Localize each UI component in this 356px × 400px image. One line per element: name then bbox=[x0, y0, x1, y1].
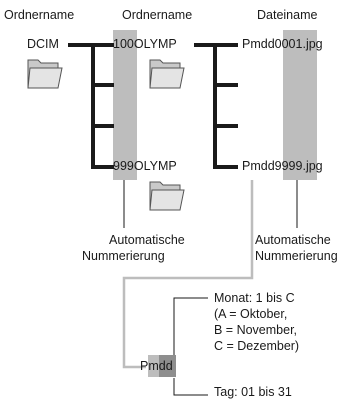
pmdd-brackets bbox=[173, 297, 208, 396]
folder-icon bbox=[149, 59, 185, 89]
day-description: Tag: 01 bis 31 bbox=[214, 385, 292, 399]
folder-last-label: 999OLYMP bbox=[113, 159, 177, 173]
pmdd-month-highlight bbox=[148, 355, 161, 377]
folder-number-highlight bbox=[113, 30, 137, 180]
file-auto-numbering-label: Automatische Nummerierung bbox=[255, 233, 338, 263]
file-first-label: Pmdd0001.jpg bbox=[242, 37, 323, 51]
tree-lines bbox=[68, 43, 238, 169]
pmdd-day-highlight bbox=[159, 355, 176, 377]
folder-root-label: DCIM bbox=[27, 37, 59, 51]
folder-icon bbox=[27, 59, 63, 89]
file-last-label: Pmdd9999.jpg bbox=[242, 159, 323, 173]
month-description: Monat: 1 bis C (A = Oktober, B = Novembe… bbox=[214, 291, 300, 353]
folder-auto-numbering-label: Automatische Nummerierung bbox=[82, 233, 185, 263]
pmdd-label: Pmdd bbox=[140, 359, 173, 373]
folder-first-label: 100OLYMP bbox=[113, 37, 177, 51]
header-folder-name-1: Ordnername bbox=[4, 8, 75, 22]
folder-icon bbox=[149, 181, 185, 211]
pmdd-connector bbox=[122, 180, 254, 369]
header-folder-name-2: Ordnername bbox=[122, 8, 193, 22]
file-number-highlight bbox=[283, 30, 317, 180]
header-file-name: Dateiname bbox=[257, 8, 318, 22]
